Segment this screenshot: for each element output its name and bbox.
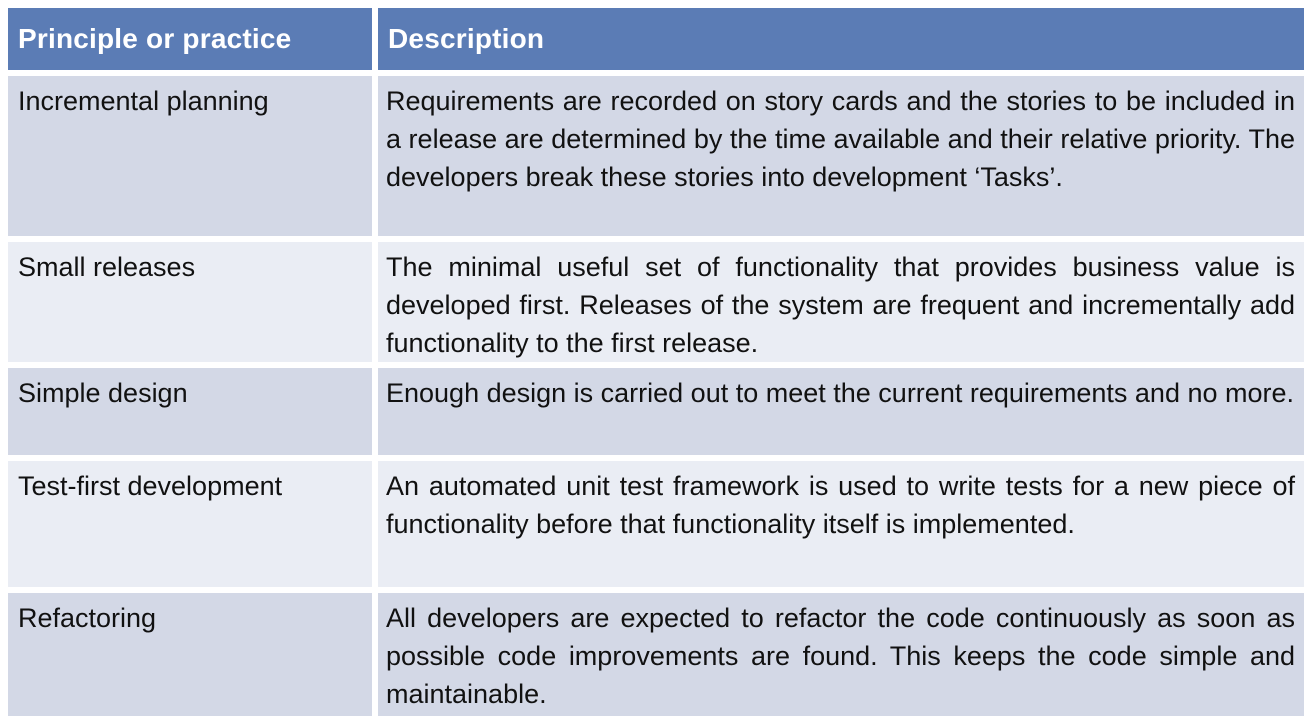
header-label-principle: Principle or practice	[18, 23, 292, 54]
table-row-term-incremental-planning: Incremental planning	[8, 76, 372, 236]
table-row-description-small-releases: The minimal useful set of functionality …	[378, 242, 1304, 362]
header-label-description: Description	[388, 23, 545, 54]
table-row-description-simple-design: Enough design is carried out to meet the…	[378, 368, 1304, 455]
table-row-term-refactoring: Refactoring	[8, 593, 372, 716]
table-row-term-test-first-development: Test-first development	[8, 461, 372, 587]
table-row-description-test-first-development: An automated unit test framework is used…	[378, 461, 1304, 587]
header-cell-principle: Principle or practice	[8, 8, 372, 70]
table-row-term-simple-design: Simple design	[8, 368, 372, 455]
table-row-description-refactoring: All developers are expected to refactor …	[378, 593, 1304, 716]
table-row-description-incremental-planning: Requirements are recorded on story cards…	[378, 76, 1304, 236]
table-row-term-small-releases: Small releases	[8, 242, 372, 362]
header-cell-description: Description	[378, 8, 1304, 70]
